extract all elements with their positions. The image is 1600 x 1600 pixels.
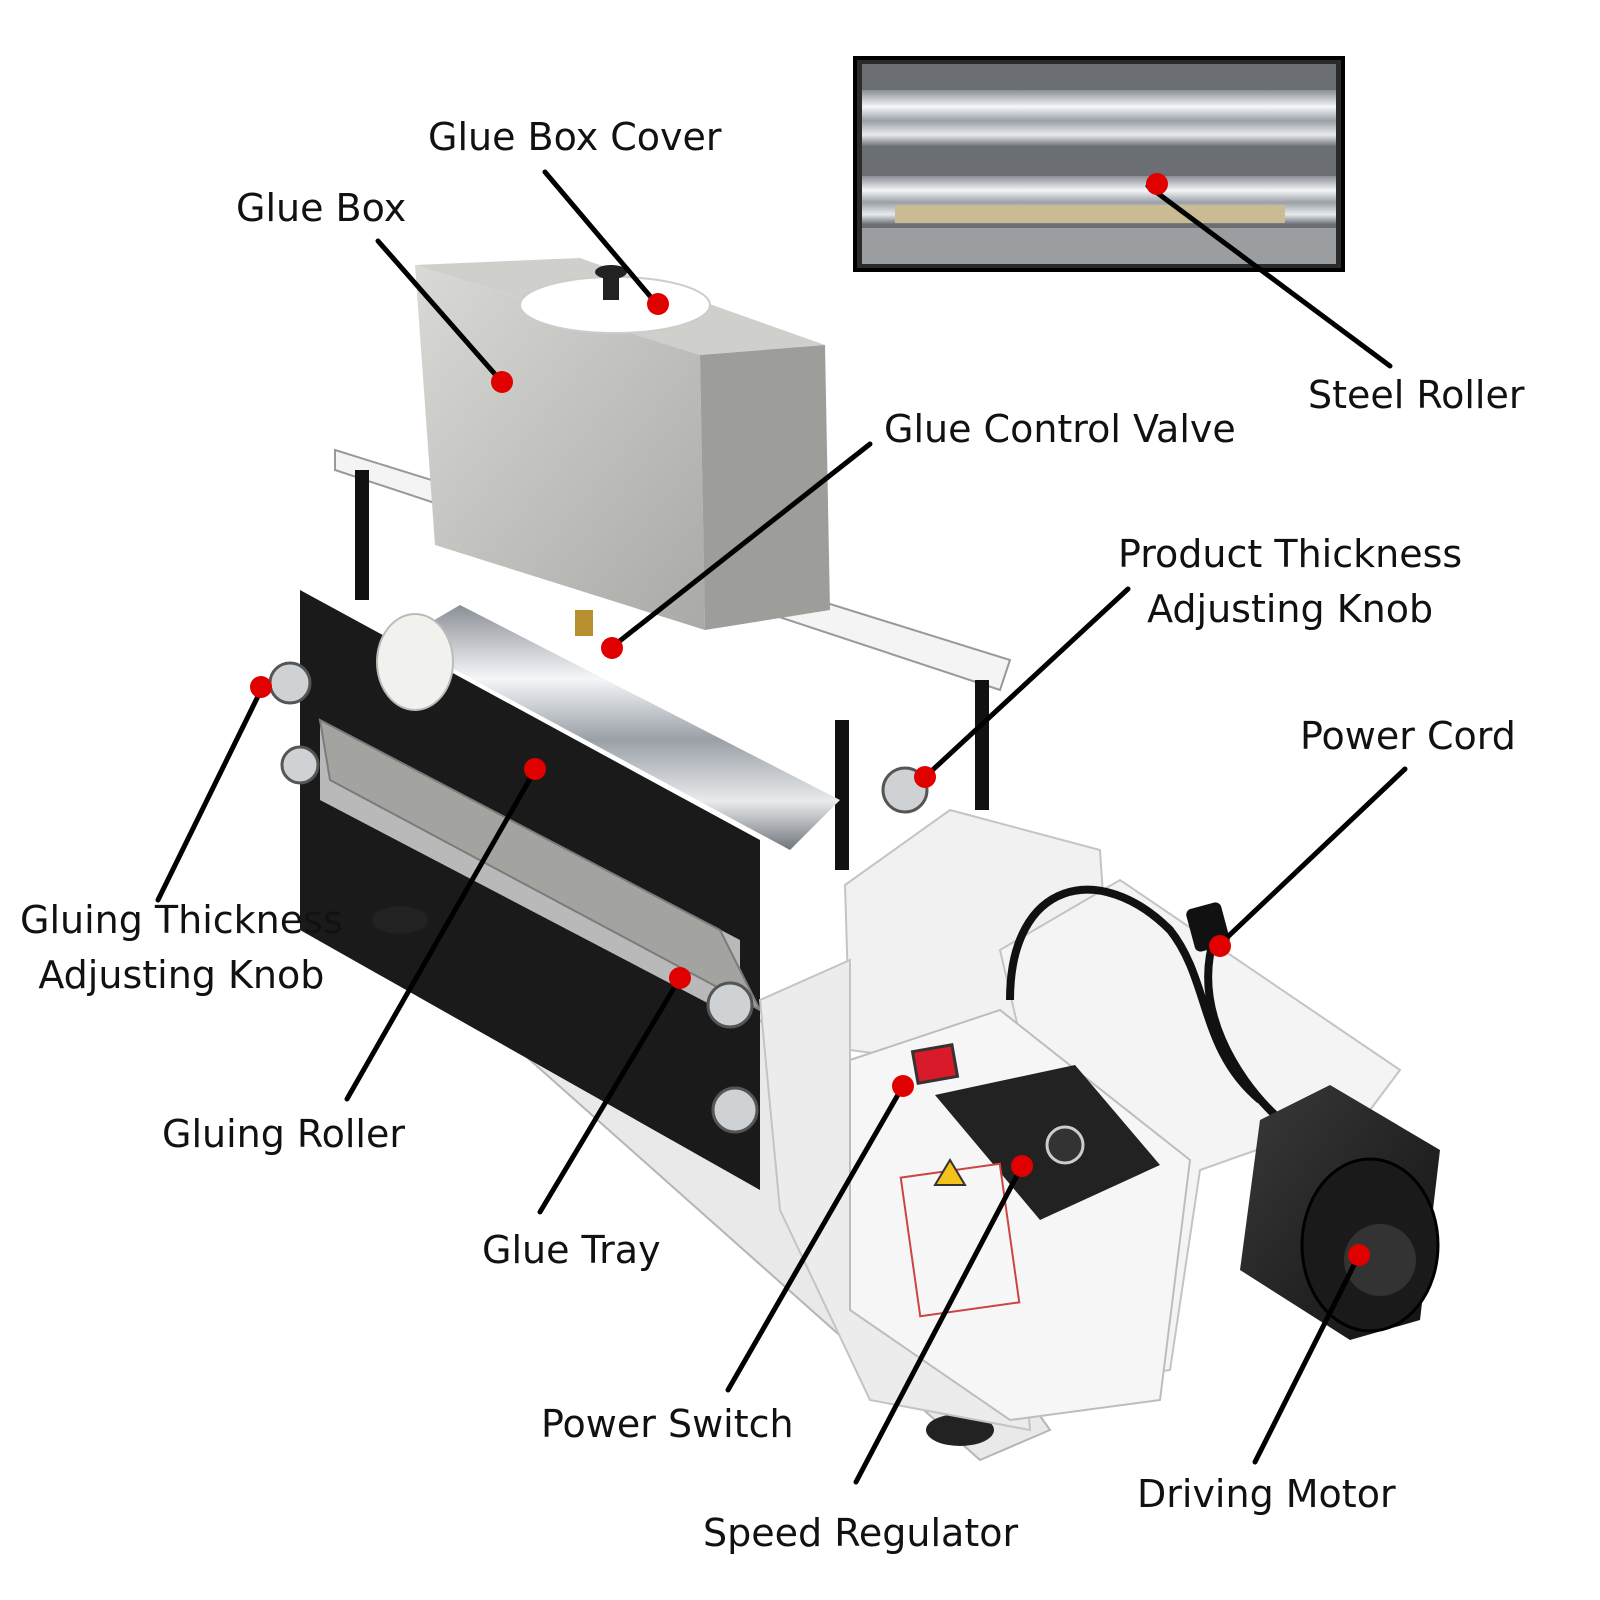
leader-glue-box [375,238,504,384]
marker-product-thickness-knob [914,766,936,788]
marker-gluing-thickness-knob [250,676,272,698]
leader-speed-regulator [853,1163,1025,1485]
marker-glue-box-cover [647,293,669,315]
marker-gluing-roller [524,758,546,780]
gluing-roller-shape [376,605,840,850]
label-steel-roller: Steel Roller [1308,373,1525,417]
marker-power-switch [892,1075,914,1097]
marker-glue-control-valve [601,637,623,659]
label-speed-regulator: Speed Regulator [703,1511,1019,1555]
label-driving-motor: Driving Motor [1137,1472,1396,1516]
label-glue-box: Glue Box [236,186,407,230]
control-panel [899,1043,1160,1318]
marker-glue-box [491,371,513,393]
marker-glue-tray [669,967,691,989]
markers [250,173,1370,1266]
leader-glue-tray [537,975,683,1215]
label-gluing-thickness-knob: Gluing Thickness Adjusting Knob [20,893,343,1003]
leader-driving-motor [1252,1252,1362,1465]
label-gluing-thickness-line1: Gluing Thickness [20,898,343,942]
driving-motor-shape [1240,1085,1440,1340]
leader-gluing-thickness-knob [155,685,265,903]
leader-steel-roller [1145,183,1393,369]
label-glue-tray: Glue Tray [482,1228,661,1272]
label-glue-control-valve: Glue Control Valve [884,407,1236,451]
leader-glue-box-cover [542,169,658,305]
label-power-cord: Power Cord [1300,714,1516,758]
drive-housing [758,808,1402,1432]
label-product-thickness-line2: Adjusting Knob [1147,587,1434,632]
leader-lines [155,169,1408,1485]
steel-roller-inset [853,56,1345,272]
label-product-thickness-line1: Product Thickness [1118,532,1463,576]
label-gluing-roller: Gluing Roller [162,1112,405,1156]
label-product-thickness-knob: Product Thickness Adjusting Knob [1118,527,1462,637]
leader-power-cord [1215,766,1408,949]
label-glue-box-cover: Glue Box Cover [428,115,722,159]
label-power-switch: Power Switch [541,1402,794,1446]
glue-box-shape [415,258,830,636]
leader-product-thickness-knob [922,586,1131,780]
leader-power-switch [725,1083,906,1393]
marker-driving-motor [1348,1244,1370,1266]
leader-glue-control-valve [609,441,873,650]
marker-steel-roller [1146,173,1168,195]
label-gluing-thickness-line2: Adjusting Knob [38,953,325,998]
leader-gluing-roller [344,767,538,1102]
marker-power-cord [1209,935,1231,957]
marker-speed-regulator [1011,1155,1033,1177]
